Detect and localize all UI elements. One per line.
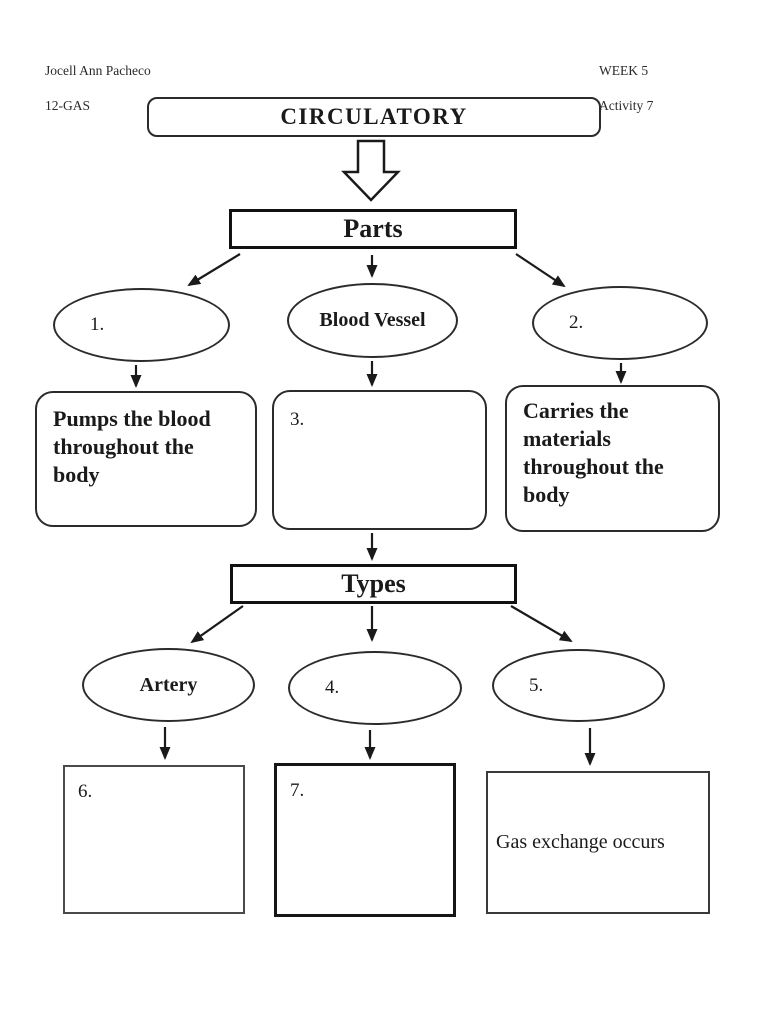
types-oval-4: 4. — [288, 651, 462, 725]
parts-oval-2-label: 2. — [569, 312, 584, 333]
week-info: WEEK 5 Activity 7 — [599, 44, 653, 132]
types-oval-5: 5. — [492, 649, 665, 722]
blood-vessel-label: Blood Vessel — [319, 309, 426, 331]
parts-answer-box-2: Carries the materials throughout the bod… — [505, 385, 720, 532]
parts-oval-blood-vessel: Blood Vessel — [287, 283, 458, 358]
student-info: Jocell Ann Pacheco 12-GAS — [45, 44, 151, 132]
parts-header-label: Parts — [343, 214, 403, 243]
parts-answer-1-text: Pumps the blood throughout the body — [53, 406, 211, 488]
activity-label: Activity 7 — [599, 97, 654, 113]
types-header-box: Types — [230, 564, 517, 604]
parts-answer-box-3: 3. — [272, 390, 487, 530]
parts-answer-3-label: 3. — [290, 409, 305, 430]
student-name: Jocell Ann Pacheco — [45, 62, 151, 78]
root-node-circulatory: CIRCULATORY — [147, 97, 601, 137]
parts-header-box: Parts — [229, 209, 517, 249]
types-header-label: Types — [341, 569, 406, 598]
types-answer-6-label: 6. — [78, 781, 93, 802]
parts-oval-2: 2. — [532, 286, 708, 360]
parts-oval-1-label: 1. — [90, 314, 105, 335]
root-node-label: CIRCULATORY — [280, 104, 468, 129]
block-down-arrow-icon — [341, 139, 401, 202]
types-oval-artery: Artery — [82, 648, 255, 722]
types-answer-box-gas: Gas exchange occurs — [486, 771, 710, 914]
parts-answer-2-text: Carries the materials throughout the bod… — [523, 398, 664, 508]
types-answer-7-label: 7. — [290, 780, 305, 801]
week-label: WEEK 5 — [599, 62, 649, 78]
types-answer-box-6: 6. — [63, 765, 245, 914]
types-oval-5-label: 5. — [529, 674, 544, 696]
student-section: 12-GAS — [45, 97, 91, 113]
artery-label: Artery — [139, 673, 198, 696]
parts-answer-box-1: Pumps the blood throughout the body — [35, 391, 257, 527]
gas-exchange-text: Gas exchange occurs — [496, 831, 665, 853]
types-answer-box-7: 7. — [274, 763, 456, 917]
parts-oval-1: 1. — [53, 288, 230, 362]
types-oval-4-label: 4. — [325, 677, 340, 698]
